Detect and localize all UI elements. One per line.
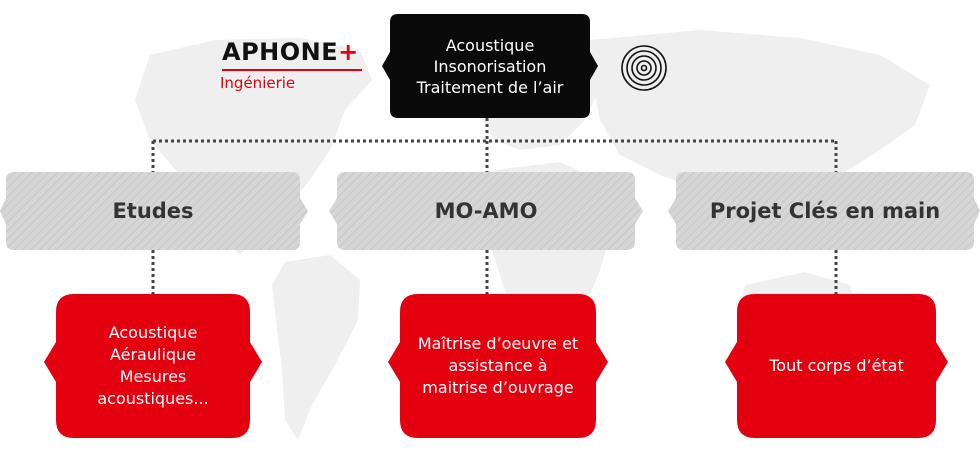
category-projet-shape <box>668 172 980 250</box>
top-node-line: Traitement de l’air <box>416 77 564 97</box>
sub-projet-line: Tout corps d’état <box>769 356 904 375</box>
logo-underline <box>222 69 362 71</box>
category-etudes-label: Etudes <box>112 199 194 223</box>
sub-etudes-shape <box>44 294 262 438</box>
category-mo-amo-shape <box>329 172 643 250</box>
sub-etudes-line: acoustiques... <box>97 389 209 408</box>
category-etudes-shape <box>0 172 308 250</box>
sub-mo-amo-line: assistance à <box>448 356 548 375</box>
top-node-shape <box>382 14 598 118</box>
logo: APHONE+ <box>222 38 372 66</box>
sub-projet: Tout corps d’état <box>737 294 936 438</box>
logo-plus: + <box>338 38 359 66</box>
logo-subtitle: Ingénierie <box>220 74 296 92</box>
sub-mo-amo-shape <box>388 294 608 438</box>
sub-mo-amo: Maîtrise d’oeuvre et assistance à maitri… <box>400 294 596 438</box>
logo-name: APHONE <box>222 38 339 66</box>
sub-etudes-line: Acoustique <box>108 323 198 342</box>
sub-mo-amo-line: Maîtrise d’oeuvre et <box>417 334 579 353</box>
sub-mo-amo-line: maitrise d’ouvrage <box>422 378 574 397</box>
sub-etudes-line: Mesures <box>119 367 187 386</box>
sub-etudes-line: Aéraulique <box>109 345 197 364</box>
sub-projet-shape <box>725 294 948 438</box>
category-mo-amo-label: MO-AMO <box>434 199 538 223</box>
top-node-line: Acoustique <box>445 35 535 55</box>
sub-etudes: Acoustique Aéraulique Mesures acoustique… <box>56 294 250 438</box>
concentric-circles-icon <box>621 45 667 91</box>
top-node-line: Insonorisation <box>433 56 547 76</box>
category-projet-label: Projet Clés en main <box>709 199 941 223</box>
top-node: Acoustique Insonorisation Traitement de … <box>380 14 600 118</box>
